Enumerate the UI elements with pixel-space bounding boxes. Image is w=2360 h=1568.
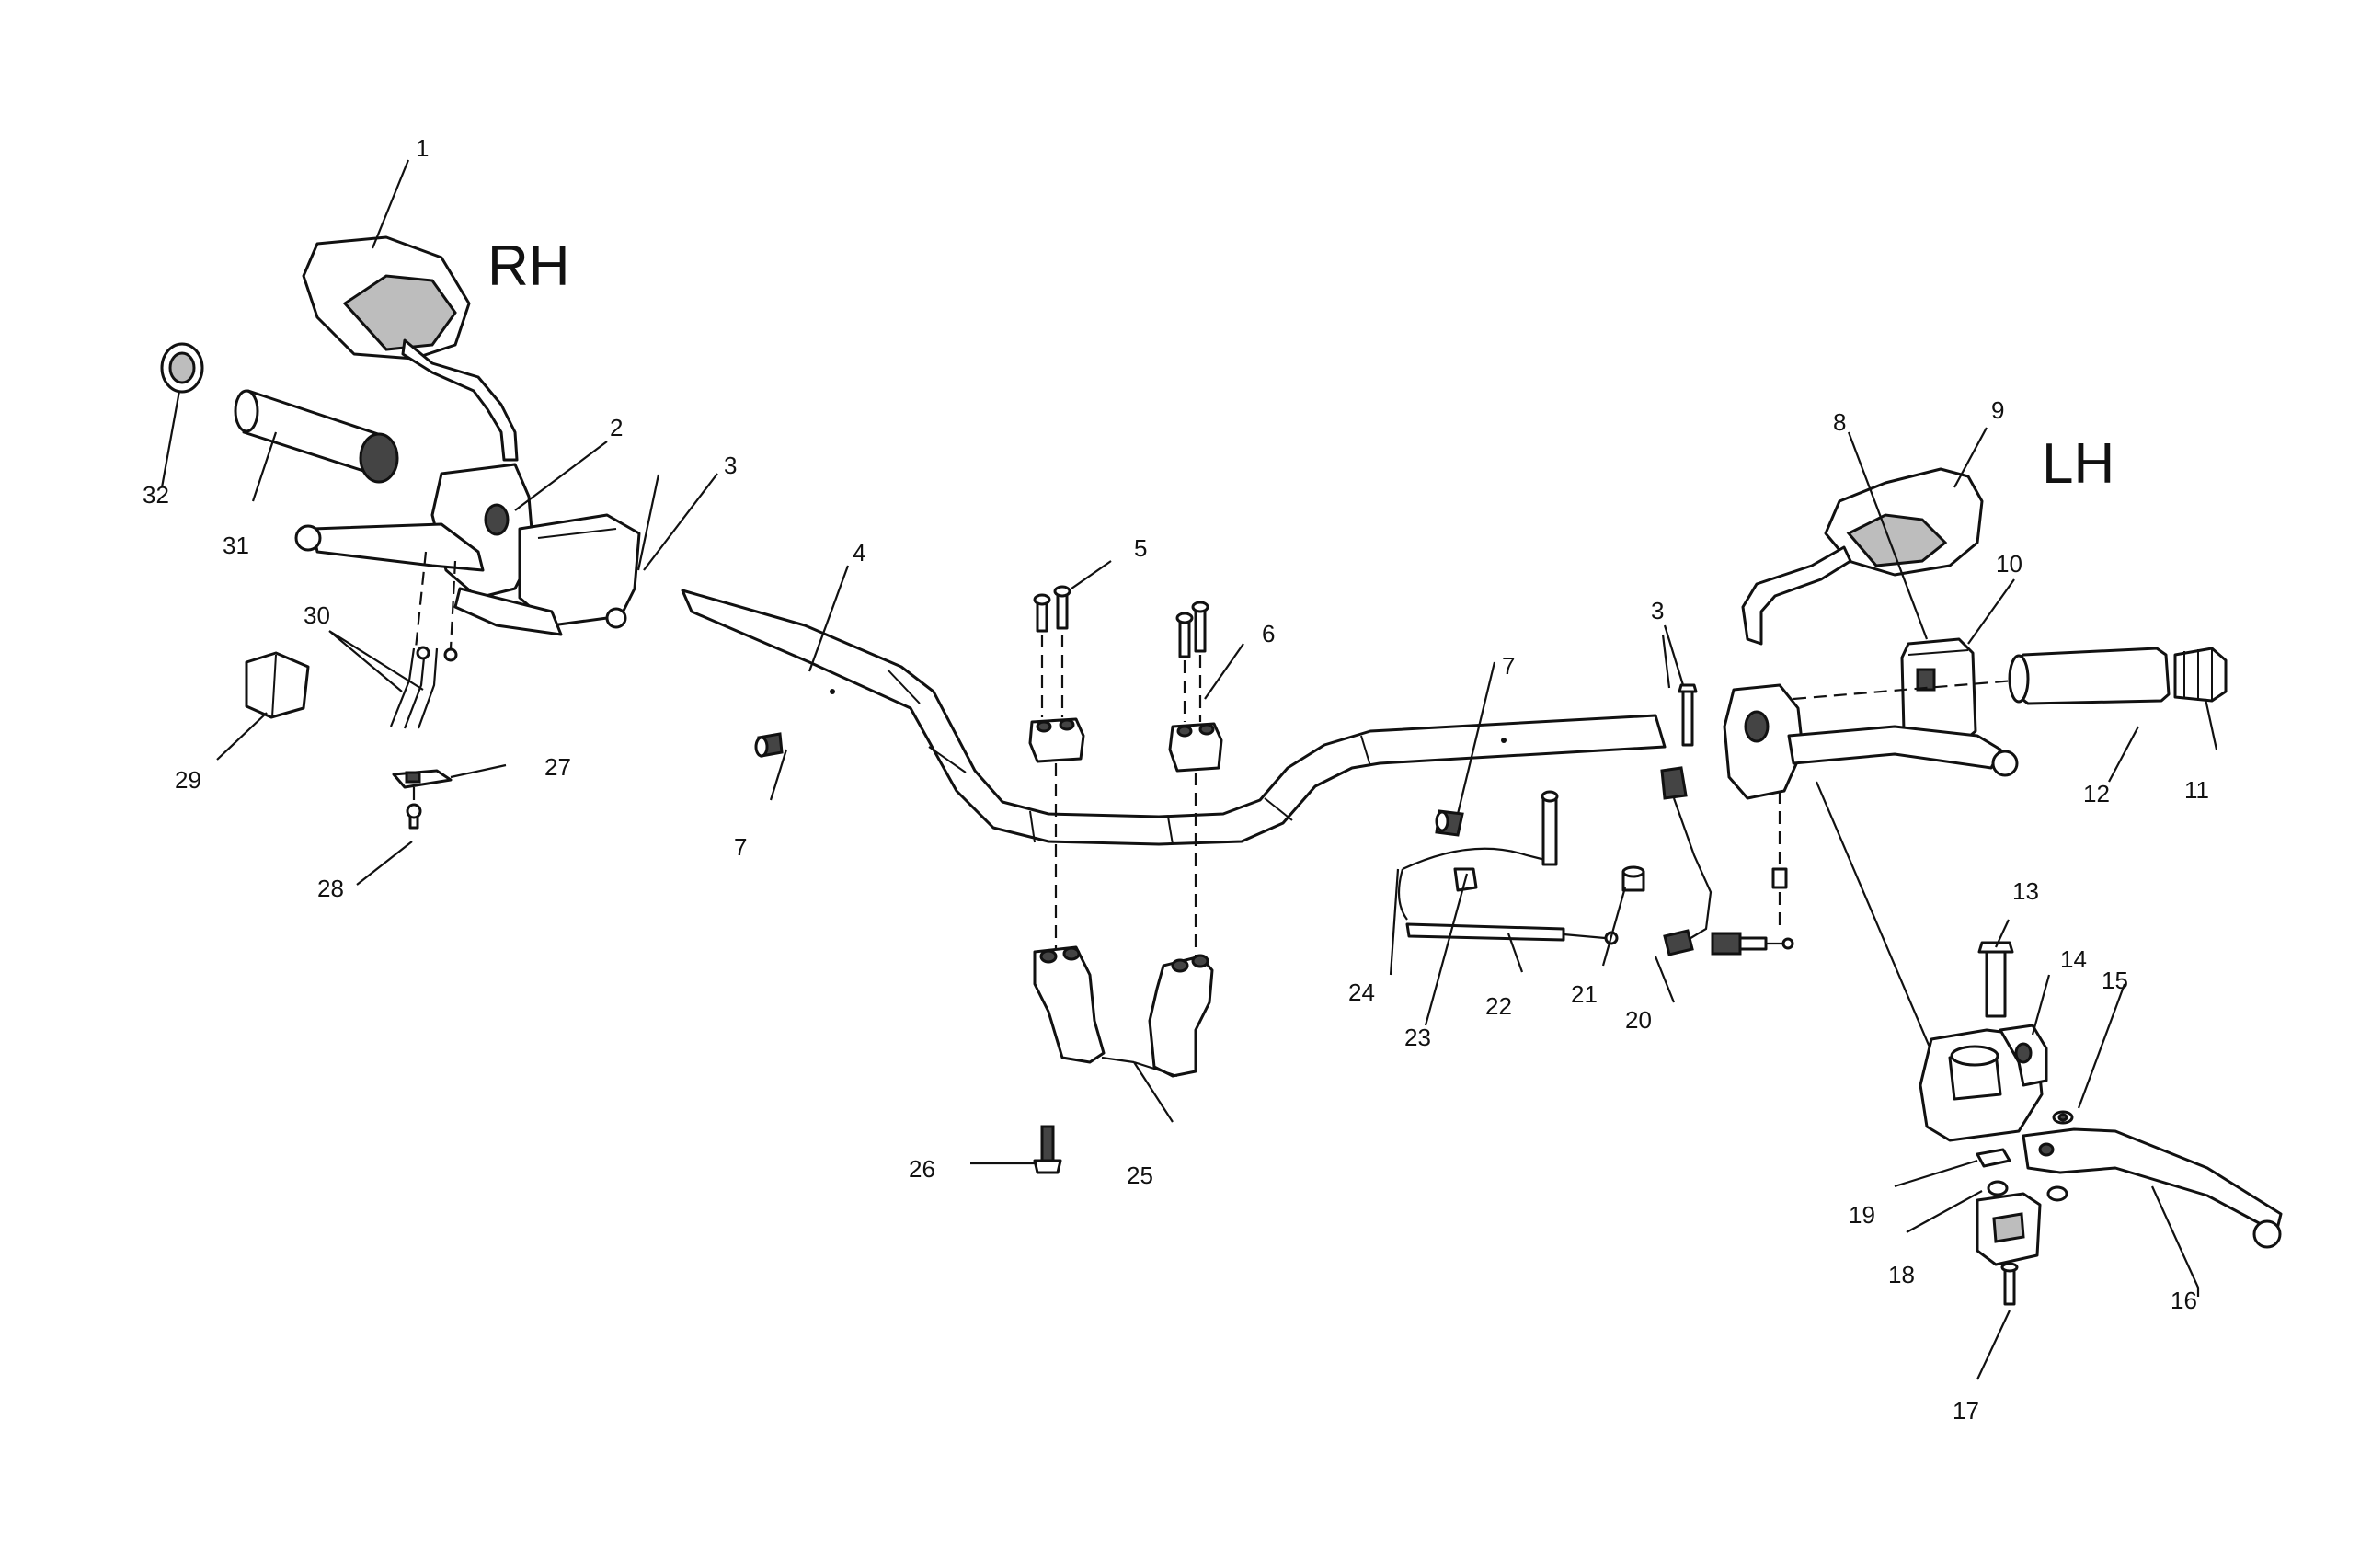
riser-bolt bbox=[1033, 1125, 1062, 1174]
callout-22: 22 bbox=[1485, 992, 1512, 1020]
upper-clamp-left bbox=[1028, 717, 1085, 763]
callout-numbers: 1 2 3 3 4 5 6 7 7 8 9 10 11 12 13 14 15 … bbox=[143, 134, 2209, 1425]
riser-right bbox=[1148, 954, 1214, 1078]
detail-lever bbox=[2022, 1127, 2283, 1249]
callout-17: 17 bbox=[1953, 1397, 1979, 1425]
rh-brake-lever bbox=[294, 522, 485, 572]
callout-7-right: 7 bbox=[1502, 652, 1515, 680]
callout-31: 31 bbox=[223, 532, 249, 559]
leader-lines bbox=[160, 159, 2218, 1380]
lh-bar-end bbox=[2173, 647, 2228, 703]
callout-27: 27 bbox=[544, 753, 571, 781]
rh-clamp-half bbox=[245, 651, 310, 719]
callout-20: 20 bbox=[1625, 1006, 1652, 1034]
callout-8: 8 bbox=[1833, 408, 1846, 436]
lever-mount-detail bbox=[1919, 941, 2048, 1142]
callout-10: 10 bbox=[1996, 550, 2022, 578]
callout-28: 28 bbox=[317, 875, 344, 902]
callout-5: 5 bbox=[1134, 534, 1147, 562]
callout-4: 4 bbox=[853, 539, 865, 567]
callout-24: 24 bbox=[1348, 979, 1375, 1006]
callout-15: 15 bbox=[2102, 967, 2128, 994]
pivot-bolt-lh bbox=[1678, 683, 1698, 747]
callout-29: 29 bbox=[175, 766, 201, 794]
lh-lever-bracket bbox=[1723, 683, 1804, 800]
callout-12: 12 bbox=[2083, 780, 2110, 807]
callout-3-rh: 3 bbox=[724, 452, 737, 479]
clamp-bolts-right bbox=[1175, 601, 1209, 722]
clamp-bolts-left bbox=[1033, 585, 1071, 717]
callout-2: 2 bbox=[610, 414, 623, 441]
lh-pivot-dash bbox=[1771, 781, 1938, 1063]
callout-3-lh: 3 bbox=[1651, 597, 1664, 624]
lh-grip bbox=[2008, 647, 2171, 705]
rh-bracket-and-screw bbox=[392, 769, 453, 830]
throttle-cable bbox=[1405, 922, 1619, 945]
detail-screw bbox=[2000, 1262, 2019, 1306]
rh-switch-wires bbox=[389, 551, 458, 729]
callout-25: 25 bbox=[1127, 1162, 1153, 1189]
callout-6: 6 bbox=[1262, 620, 1275, 647]
lh-clutch-lever bbox=[1787, 725, 2019, 777]
handlebar-tube bbox=[681, 589, 1667, 846]
rh-master-cylinder bbox=[430, 463, 641, 636]
rh-bar-end-weight bbox=[160, 342, 204, 394]
callout-19: 19 bbox=[1849, 1201, 1875, 1229]
callout-32: 32 bbox=[143, 481, 169, 509]
bar-end-plug-right bbox=[1435, 809, 1464, 837]
callout-30: 30 bbox=[304, 601, 330, 629]
callout-14: 14 bbox=[2060, 945, 2087, 973]
lh-mirror bbox=[1741, 467, 1984, 646]
riser-left bbox=[1033, 945, 1106, 1064]
callout-23: 23 bbox=[1404, 1024, 1431, 1051]
callout-26: 26 bbox=[909, 1155, 935, 1183]
cable-nut bbox=[1621, 865, 1645, 892]
callout-7-left: 7 bbox=[734, 833, 747, 861]
callout-9: 9 bbox=[1991, 396, 2004, 424]
rh-throttle-grip bbox=[234, 389, 399, 484]
cable-housing bbox=[1397, 790, 1559, 921]
callout-18: 18 bbox=[1888, 1261, 1915, 1288]
brake-switch bbox=[1660, 766, 1713, 956]
switch-connector bbox=[1711, 932, 1794, 956]
detail-washer-nut bbox=[2052, 1110, 2074, 1125]
rh-mirror bbox=[302, 235, 519, 462]
callout-21: 21 bbox=[1571, 980, 1598, 1008]
callout-16: 16 bbox=[2171, 1287, 2197, 1314]
detail-clamp bbox=[1976, 1192, 2042, 1266]
side-label-lh: LH bbox=[2042, 432, 2114, 496]
detail-nut bbox=[1987, 1180, 2068, 1202]
detail-shim-plate bbox=[1976, 1148, 2011, 1168]
lh-alignment-dash bbox=[1793, 679, 2015, 701]
callout-13: 13 bbox=[2012, 877, 2039, 905]
upper-clamp-right bbox=[1168, 722, 1223, 773]
riser-dashes bbox=[1054, 763, 1197, 956]
bar-end-plug-left bbox=[754, 732, 784, 758]
callout-11: 11 bbox=[2184, 776, 2209, 804]
callout-1: 1 bbox=[416, 134, 429, 162]
side-label-rh: RH bbox=[487, 235, 570, 298]
